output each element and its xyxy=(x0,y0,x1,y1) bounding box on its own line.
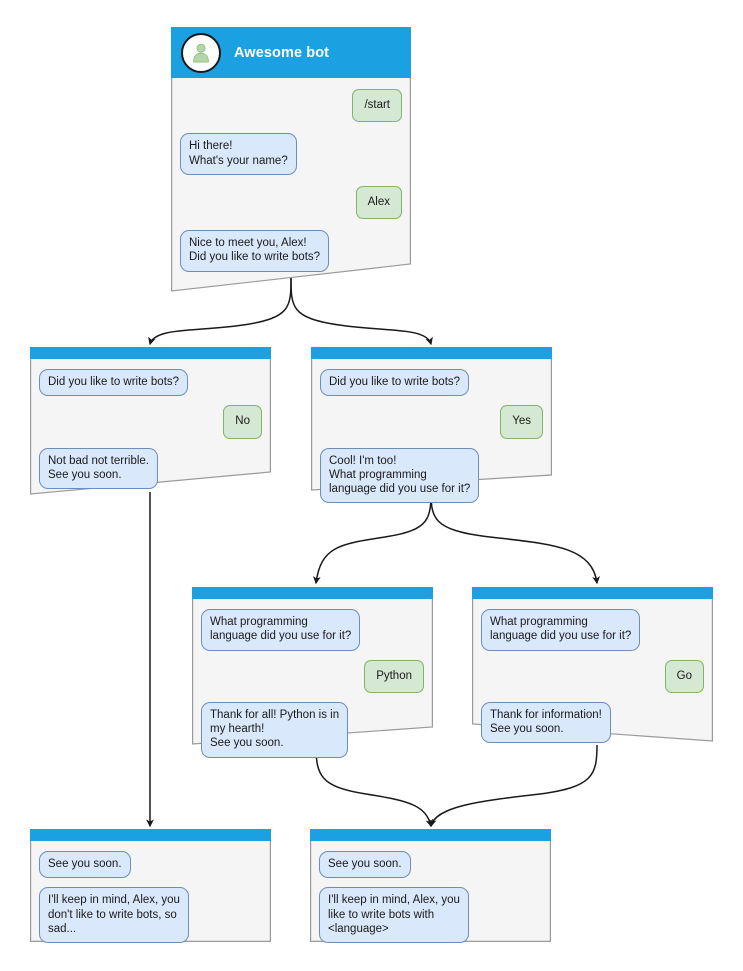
message-row: See you soon. xyxy=(39,851,262,879)
card-end-no[interactable]: See you soon. I'll keep in mind, Alex, y… xyxy=(30,829,271,944)
card-end-yes-chat: See you soon. I'll keep in mind, Alex, y… xyxy=(310,841,551,960)
bot-message-bubble: See you soon. xyxy=(39,851,131,879)
bot-message-bubble: See you soon. xyxy=(319,851,411,879)
message-row: Did you like to write bots? xyxy=(39,369,262,397)
card-python-branch-header xyxy=(192,587,433,599)
message-row: Cool! I'm too! What programming language… xyxy=(320,447,543,504)
card-root-header: Awesome bot xyxy=(171,27,411,78)
bot-message-bubble: Thank for information! See you soon. xyxy=(481,701,611,744)
card-python-branch-chat: What programming language did you use fo… xyxy=(192,599,433,775)
bot-message-bubble: I'll keep in mind, Alex, you like to wri… xyxy=(319,887,469,944)
message-row: Alex xyxy=(180,185,402,220)
card-end-yes[interactable]: See you soon. I'll keep in mind, Alex, y… xyxy=(310,829,551,944)
bot-message-bubble: What programming language did you use fo… xyxy=(201,609,361,651)
message-row: Thank for information! See you soon. xyxy=(481,701,704,744)
message-row: Go xyxy=(481,659,704,693)
bot-title: Awesome bot xyxy=(234,44,330,61)
message-row: Python xyxy=(201,659,424,693)
card-yes-branch-header xyxy=(311,347,552,359)
bot-message-bubble: Nice to meet you, Alex! Did you like to … xyxy=(180,230,330,272)
message-row: Not bad not terrible. See you soon. xyxy=(39,447,262,490)
message-row: Nice to meet you, Alex! Did you like to … xyxy=(180,230,402,272)
user-message-bubble[interactable]: Python xyxy=(364,659,424,693)
bot-message-bubble: What programming language did you use fo… xyxy=(481,609,641,651)
user-message-bubble[interactable]: Yes xyxy=(500,405,543,439)
message-row: Did you like to write bots? xyxy=(320,369,543,397)
card-end-no-header xyxy=(30,829,271,841)
card-no-branch-chat: Did you like to write bots? No Not bad n… xyxy=(30,359,271,506)
card-go-branch-header xyxy=(472,587,713,599)
bot-message-bubble: Cool! I'm too! What programming language… xyxy=(320,447,480,504)
bot-message-bubble: Hi there! What's your name? xyxy=(180,133,297,175)
card-no-branch-header xyxy=(30,347,271,359)
message-row: Yes xyxy=(320,405,543,439)
user-message-bubble[interactable]: /start xyxy=(352,89,402,123)
bot-message-bubble: I'll keep in mind, Alex, you don't like … xyxy=(39,887,189,944)
bot-message-bubble: Did you like to write bots? xyxy=(39,369,189,397)
card-no-branch[interactable]: Did you like to write bots? No Not bad n… xyxy=(30,347,271,495)
message-row: Hi there! What's your name? xyxy=(180,133,402,175)
bot-message-bubble: Not bad not terrible. See you soon. xyxy=(39,447,159,490)
message-row: See you soon. xyxy=(319,851,542,879)
message-row: What programming language did you use fo… xyxy=(481,609,704,651)
message-row: I'll keep in mind, Alex, you like to wri… xyxy=(319,887,542,944)
user-message-bubble[interactable]: Alex xyxy=(355,185,402,220)
card-root-chat: /start Hi there! What's your name? Alex … xyxy=(171,78,411,291)
card-root[interactable]: Awesome bot /start Hi there! What's your… xyxy=(171,27,411,292)
bot-message-bubble: Did you like to write bots? xyxy=(320,369,470,397)
person-avatar-icon xyxy=(181,32,221,73)
card-end-yes-header xyxy=(310,829,551,841)
message-row: /start xyxy=(180,89,402,123)
message-row: Thank for all! Python is in my hearth! S… xyxy=(201,701,424,758)
card-end-no-chat: See you soon. I'll keep in mind, Alex, y… xyxy=(30,841,271,960)
message-row: I'll keep in mind, Alex, you don't like … xyxy=(39,887,262,944)
message-row: What programming language did you use fo… xyxy=(201,609,424,651)
card-yes-branch[interactable]: Did you like to write bots? Yes Cool! I'… xyxy=(311,347,552,504)
user-message-bubble[interactable]: Go xyxy=(664,659,704,693)
user-message-bubble[interactable]: No xyxy=(223,405,262,439)
card-go-branch-chat: What programming language did you use fo… xyxy=(472,599,713,760)
card-yes-branch-chat: Did you like to write bots? Yes Cool! I'… xyxy=(311,359,552,520)
card-python-branch[interactable]: What programming language did you use fo… xyxy=(192,587,433,758)
card-go-branch[interactable]: What programming language did you use fo… xyxy=(472,587,713,744)
message-row: No xyxy=(39,405,262,439)
bot-message-bubble: Thank for all! Python is in my hearth! S… xyxy=(201,701,349,758)
